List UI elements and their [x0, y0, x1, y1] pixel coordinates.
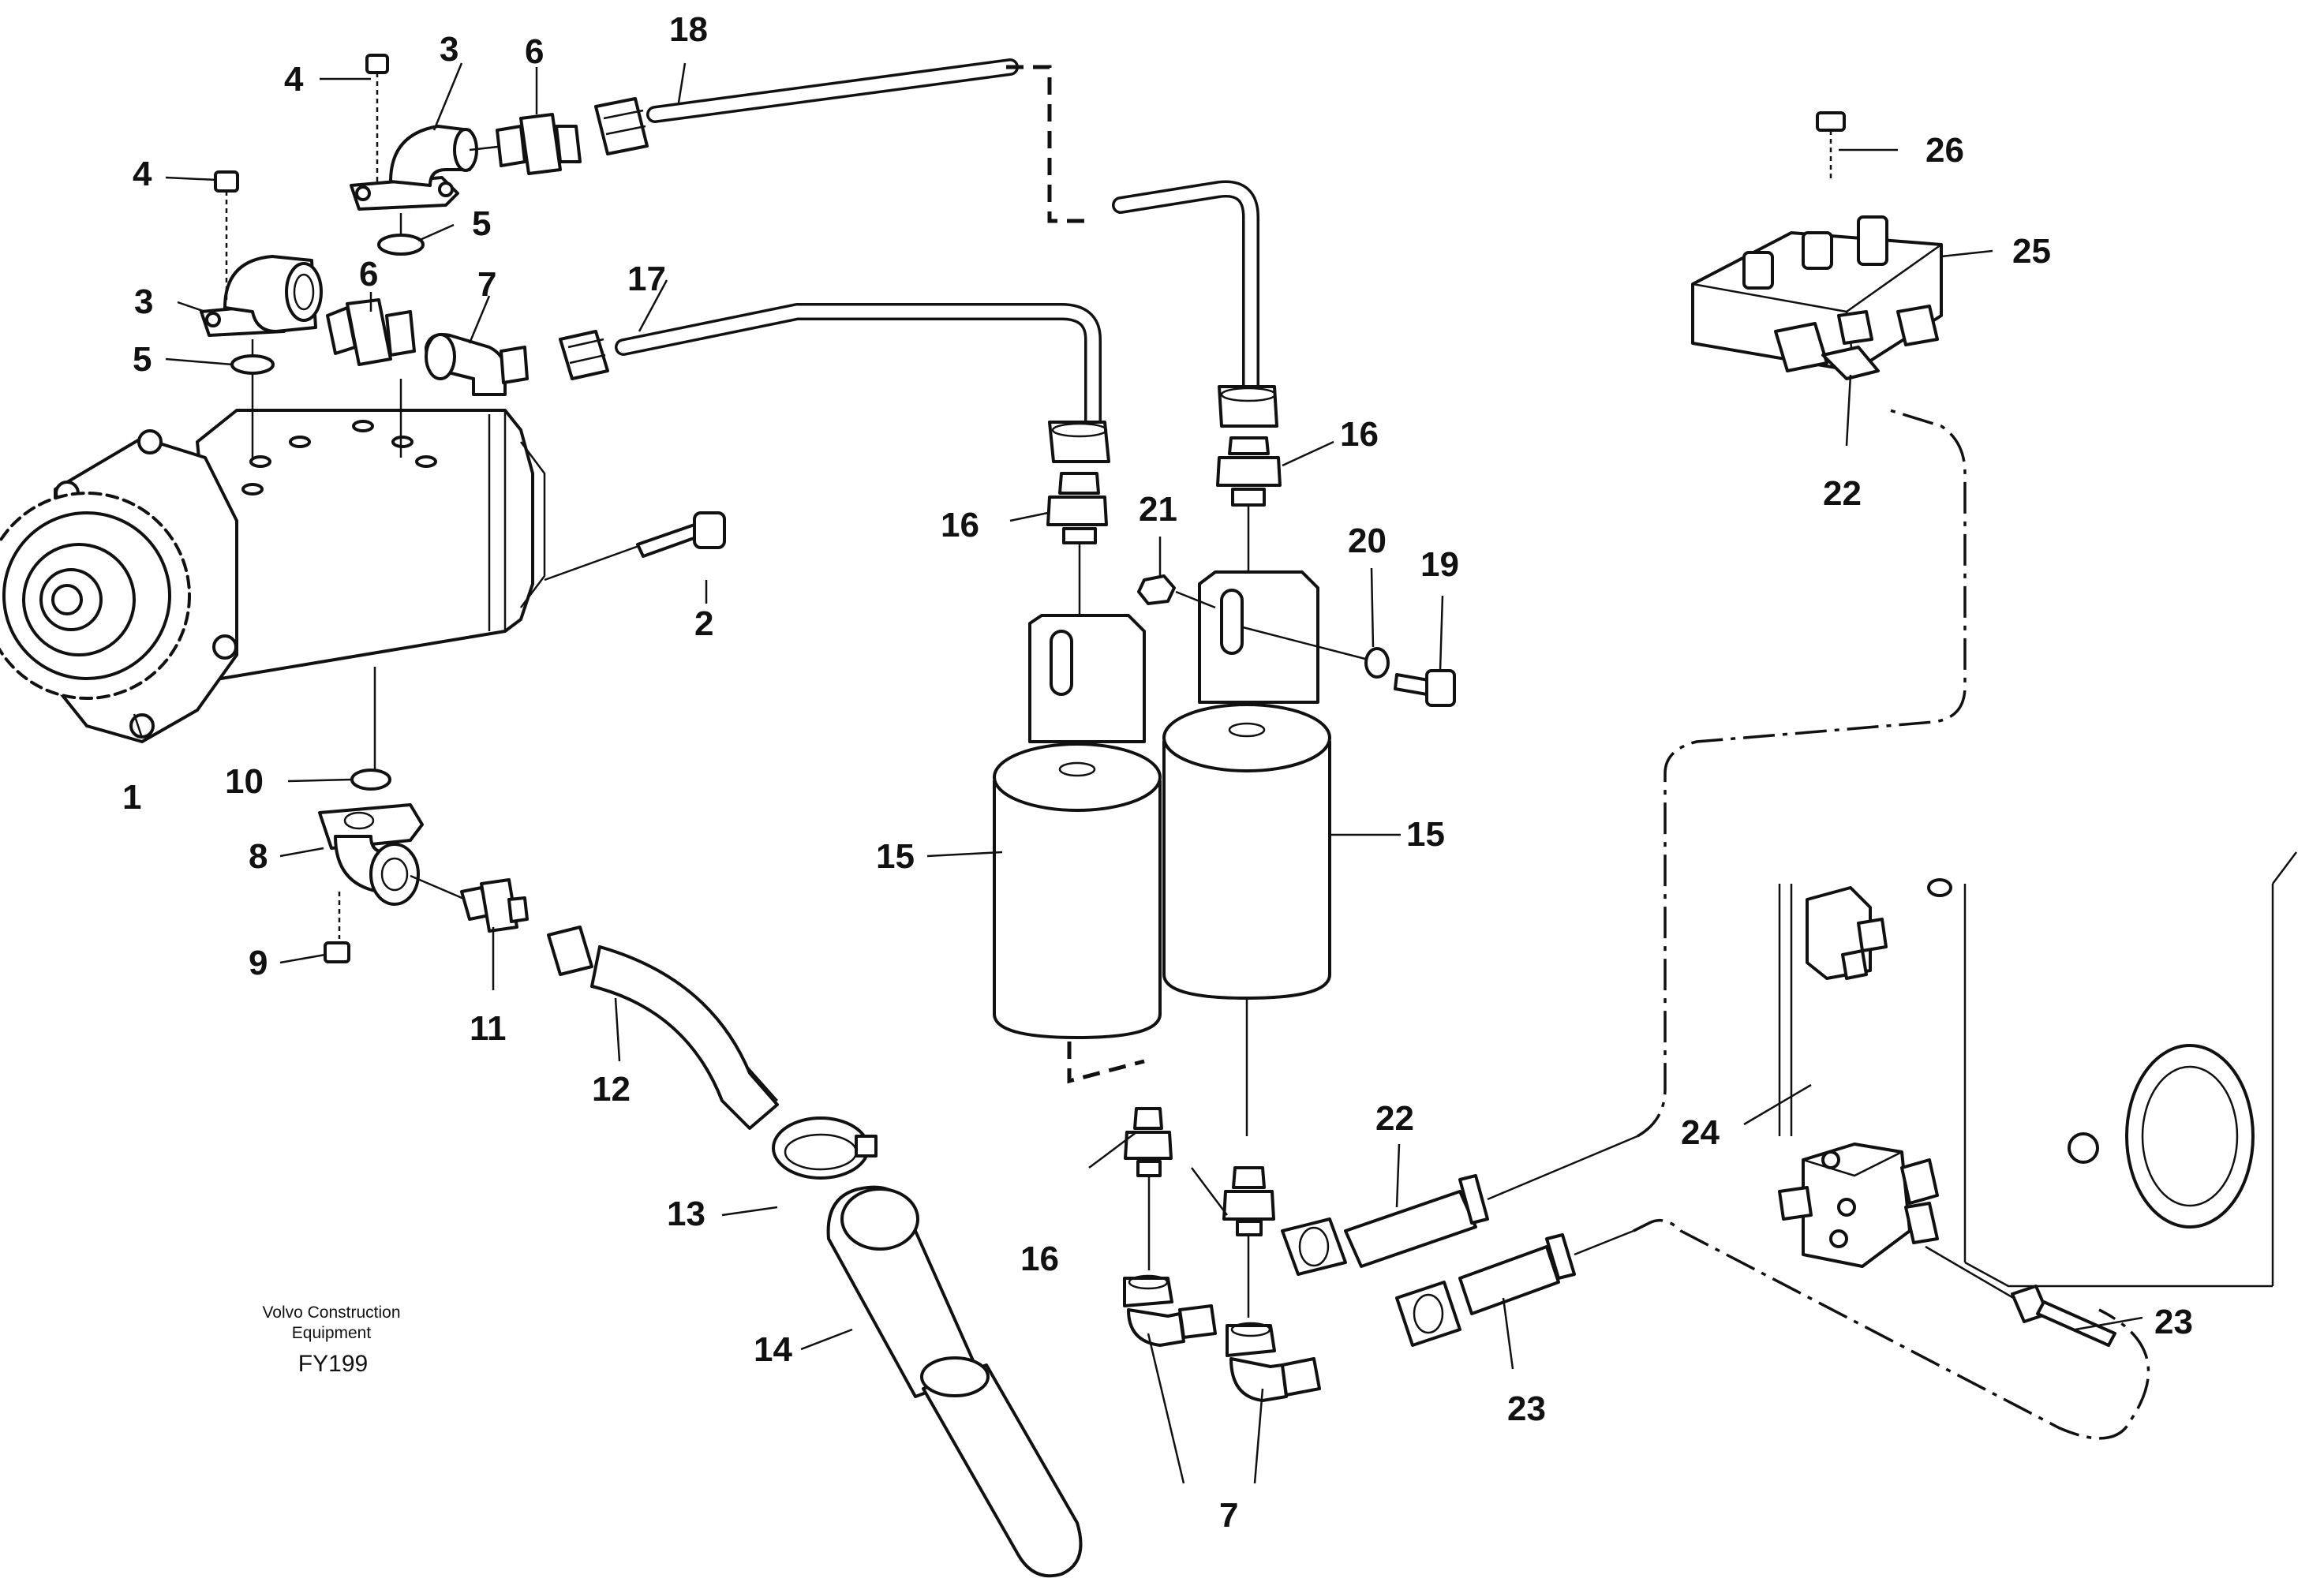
callout-12: 12	[592, 1070, 631, 1109]
bolt-4-top	[365, 54, 389, 185]
callout-4a: 4	[284, 60, 304, 99]
elbow-fitting-3-top	[350, 125, 478, 211]
hose-23	[1395, 1218, 2150, 1440]
nut-17-end	[1048, 421, 1110, 463]
callout-11: 11	[470, 1009, 507, 1048]
suction-hose-14	[826, 1185, 1083, 1578]
brand-line-2: Equipment	[292, 1324, 372, 1342]
bracket-right	[1198, 570, 1319, 704]
nut-18-end	[1218, 385, 1278, 428]
callout-16b: 16	[1340, 415, 1379, 454]
hose-12	[547, 926, 779, 1130]
adapter-16-left	[1046, 472, 1108, 757]
adapter-16-lower-left	[1124, 1107, 1173, 1270]
bolt-9	[324, 892, 350, 963]
callout-6b: 6	[359, 255, 378, 294]
callout-1: 1	[122, 778, 141, 817]
bracket-left	[1028, 614, 1146, 743]
elbow-fitting-3-mid	[200, 255, 323, 337]
elbow-7-lower-right	[1226, 1322, 1321, 1402]
callout-20: 20	[1348, 522, 1387, 560]
callout-5b: 5	[133, 340, 152, 379]
callout-10: 10	[225, 762, 264, 801]
callout-5a: 5	[472, 204, 491, 243]
leader-lines	[133, 62, 2143, 1484]
callout-13: 13	[667, 1195, 705, 1233]
callout-3b: 3	[134, 282, 153, 321]
bolt-26	[1816, 111, 1846, 181]
callout-labels: 1 2 3 3 4 4 5 5 6 6 7 7 8 9 10 11 12 13 …	[122, 10, 2193, 1535]
callout-26: 26	[1925, 131, 1964, 170]
bolt-4-mid	[214, 170, 239, 304]
hose-clamp-13	[772, 1116, 878, 1180]
hydraulic-pump	[0, 409, 546, 743]
callout-22a: 22	[1823, 474, 1862, 513]
hydraulic-tank-frame	[1778, 851, 2297, 1288]
filter-15-left	[993, 742, 1162, 1084]
callout-7b: 7	[1219, 1496, 1238, 1535]
filter-15-right	[1162, 703, 1331, 1136]
pipe-17	[559, 303, 1102, 435]
seal-ring-5-top	[377, 213, 425, 256]
callout-17: 17	[627, 260, 666, 298]
bolt-19	[1394, 669, 1456, 707]
callout-16a: 16	[941, 506, 979, 544]
callout-22b: 22	[1375, 1099, 1414, 1138]
pilot-line-23-end	[1925, 1245, 2116, 1347]
callout-3a: 3	[440, 30, 458, 69]
callout-21: 21	[1139, 490, 1177, 529]
diagram-code: FY199	[298, 1351, 368, 1377]
washer-20	[1242, 626, 1390, 679]
pilot-valve-24	[1778, 1143, 1939, 1268]
callout-18: 18	[669, 10, 708, 49]
callout-23b: 23	[2154, 1303, 2193, 1341]
callout-15b: 15	[1406, 815, 1445, 854]
pipe-18	[594, 58, 1259, 395]
callout-23a: 23	[1507, 1389, 1546, 1428]
elbow-7-mid	[425, 333, 529, 396]
callout-6a: 6	[525, 32, 544, 71]
seal-ring-10	[350, 667, 391, 791]
nipple-6-top	[469, 113, 582, 175]
callout-16c: 16	[1020, 1240, 1059, 1278]
callout-19: 19	[1420, 545, 1459, 584]
flange-elbow-8	[318, 803, 424, 906]
callout-9: 9	[249, 944, 268, 982]
nipple-11	[410, 874, 529, 933]
callout-25: 25	[2012, 232, 2051, 271]
nipple-6-mid	[326, 298, 416, 458]
brand-line-1: Volvo Construction	[262, 1303, 400, 1322]
callout-24: 24	[1681, 1113, 1720, 1152]
pilot-valve-upper	[1806, 886, 1888, 980]
callout-7a: 7	[477, 265, 496, 304]
diagram-caption: Volvo Construction Equipment FY199	[262, 1303, 400, 1377]
adapter-16-lower-right	[1222, 1166, 1275, 1318]
hose-22	[1281, 409, 1967, 1276]
callout-15a: 15	[876, 837, 915, 876]
nut-21	[1137, 574, 1216, 609]
screw-2	[544, 511, 726, 582]
callout-14: 14	[754, 1330, 792, 1369]
callout-4b: 4	[133, 155, 152, 193]
valve-block-25	[1691, 215, 1943, 380]
elbow-7-lower-left	[1123, 1274, 1217, 1347]
callout-2: 2	[694, 604, 713, 643]
callout-8: 8	[249, 837, 268, 876]
